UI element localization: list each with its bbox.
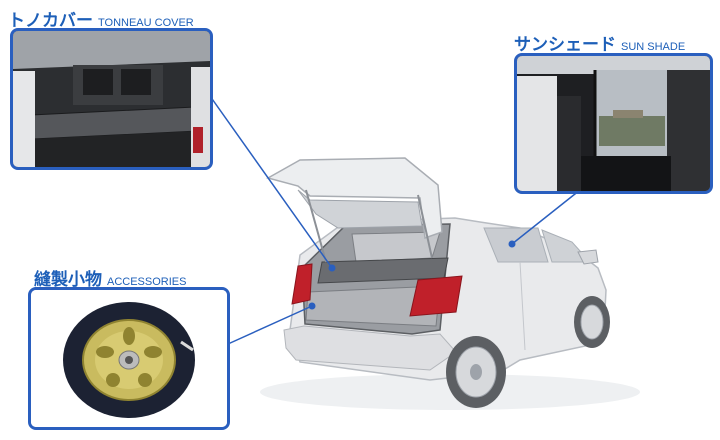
tonneau-cover-label: トノカバー TONNEAU COVER bbox=[8, 6, 194, 31]
tonneau-cover-photo bbox=[10, 28, 213, 170]
accessories-label-en: ACCESSORIES bbox=[107, 276, 187, 288]
taillight-left bbox=[291, 263, 313, 305]
rear-wheel bbox=[446, 336, 506, 408]
accessories-label: 縫製小物 ACCESSORIES bbox=[34, 265, 186, 290]
sun-shade-photo bbox=[514, 53, 713, 194]
spare-tire-cover-photo bbox=[28, 287, 230, 430]
door-line bbox=[519, 261, 526, 351]
sun-shade-label: サンシェード SUN SHADE bbox=[514, 30, 685, 55]
tonneau-cover-label-jp: トノカバー bbox=[8, 11, 93, 31]
front-wheel bbox=[574, 296, 610, 348]
taillight-right bbox=[409, 275, 463, 317]
hatch-strut-right bbox=[417, 194, 433, 259]
tonneau-cover-label-en: TONNEAU COVER bbox=[98, 17, 194, 29]
spare-tire-cover-photo-icon bbox=[31, 290, 227, 427]
sun-shade-label-en: SUN SHADE bbox=[621, 41, 686, 53]
sun-shade-photo-icon bbox=[517, 56, 710, 191]
sun-shade-label-jp: サンシェード bbox=[514, 35, 616, 55]
car-shadow bbox=[260, 374, 640, 410]
side-mirror bbox=[577, 249, 599, 265]
tonneau-cover-photo-icon bbox=[13, 31, 210, 167]
accessories-label-jp: 縫製小物 bbox=[34, 270, 102, 290]
